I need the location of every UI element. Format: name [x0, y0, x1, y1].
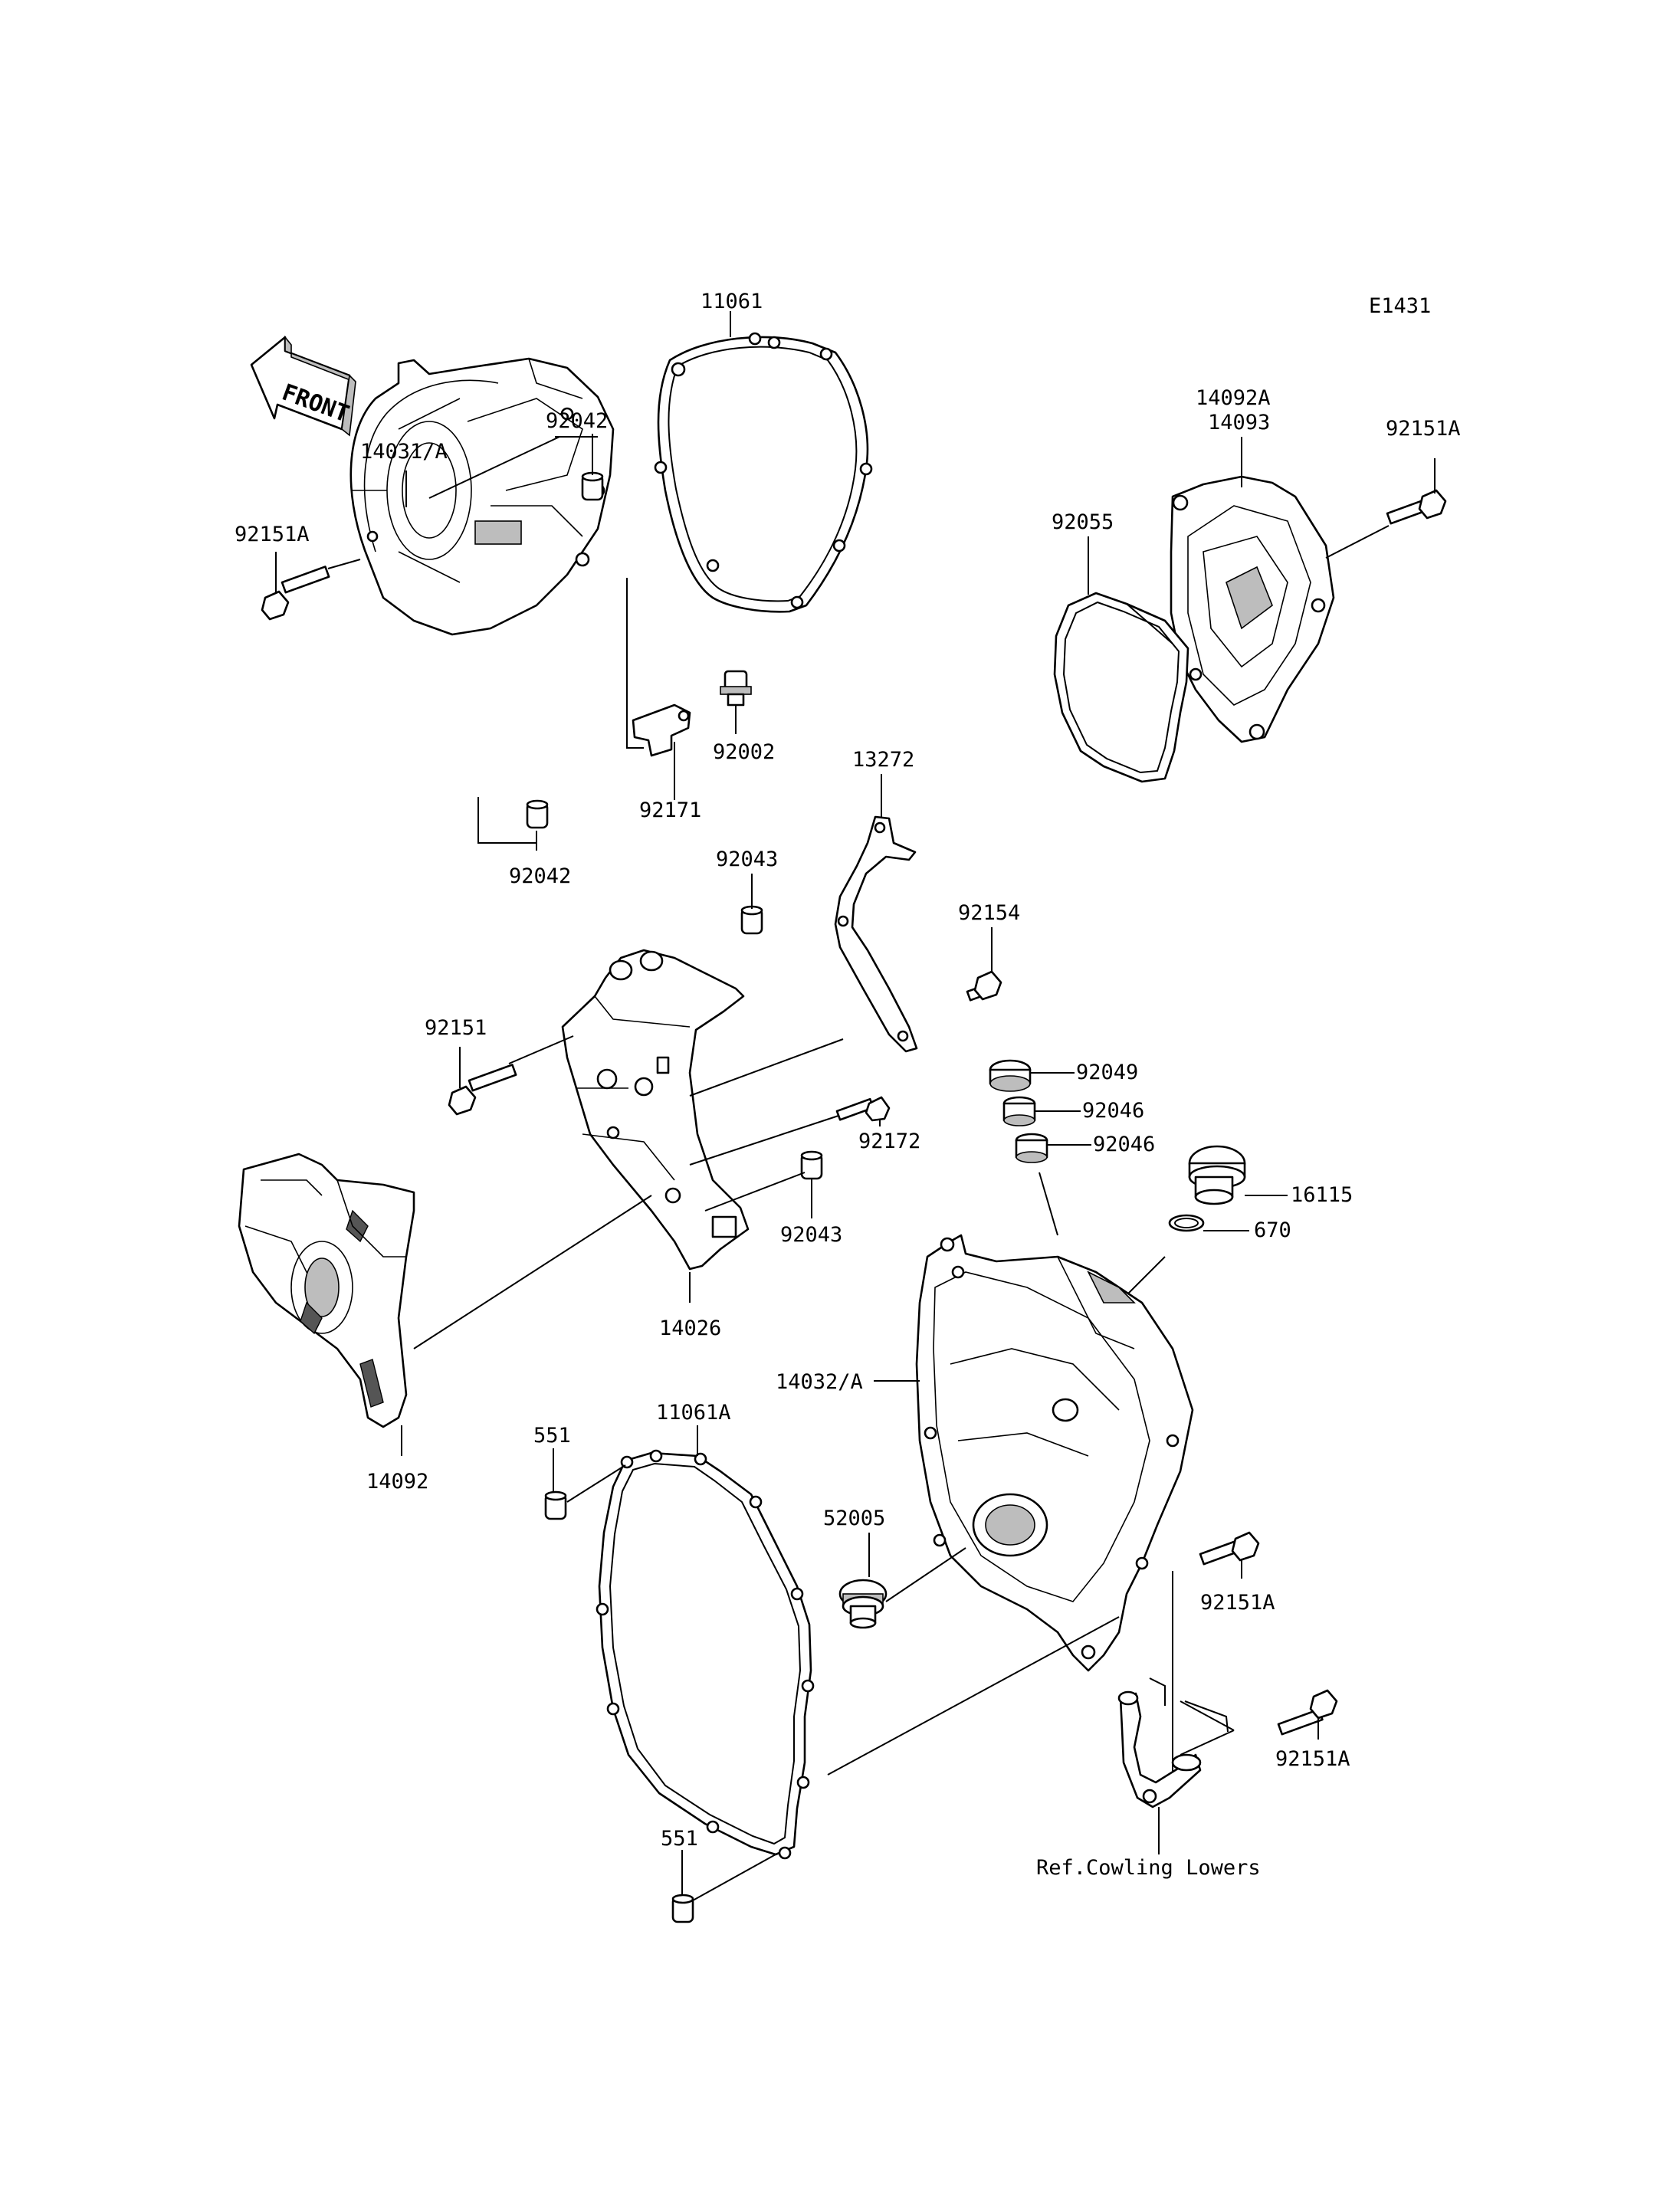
label-92043-top: 92043 [716, 848, 778, 871]
label-551-bottom: 551 [661, 1827, 698, 1851]
seal-92049 [989, 1059, 1032, 1092]
label-14092A: 14092A [1196, 386, 1271, 410]
label-92151A-mid: 92151A [1200, 1591, 1275, 1615]
bolt-92151A-low [1277, 1689, 1338, 1736]
dowel-92043-bottom [800, 1150, 823, 1180]
dowel-92042-top [581, 471, 604, 501]
plate-13272 [834, 815, 918, 1053]
dowel-551-bottom [671, 1894, 694, 1923]
label-92042-top: 92042 [546, 409, 608, 433]
label-11061: 11061 [701, 290, 763, 313]
gasket-11061 [654, 332, 873, 613]
screw-92172 [835, 1096, 891, 1122]
clamp-92171 [632, 703, 691, 757]
bolt-92151A-top-right [1386, 489, 1447, 525]
generator-cover-14031 [349, 357, 615, 636]
bearing-92046-b [1015, 1133, 1048, 1163]
label-11061A: 11061A [656, 1401, 731, 1425]
dowel-92043-top [740, 905, 763, 935]
label-14093: 14093 [1208, 411, 1270, 434]
label-92046-a: 92046 [1082, 1099, 1144, 1123]
plug-92002 [720, 670, 752, 707]
label-92055: 92055 [1052, 510, 1114, 534]
label-92154: 92154 [958, 901, 1020, 925]
label-92172: 92172 [858, 1130, 920, 1153]
dowel-551-top [544, 1490, 567, 1520]
gasket-92055 [1053, 592, 1189, 783]
label-14031A: 14031/A [360, 440, 448, 464]
front-arrow-icon: FRONT [250, 335, 356, 437]
cowling-bracket [1117, 1690, 1202, 1808]
label-92002: 92002 [713, 740, 775, 764]
oil-filler-cap-16115 [1188, 1145, 1246, 1205]
label-16115: 16115 [1291, 1183, 1353, 1207]
label-13272: 13272 [852, 748, 914, 772]
cover-14092A-14093 [1170, 475, 1335, 743]
middle-cover-14026 [561, 949, 750, 1271]
label-551-top: 551 [533, 1424, 571, 1448]
reference-note: Ref.Cowling Lowers [1036, 1856, 1261, 1880]
diagram-code-label: E1431 [1369, 294, 1431, 318]
bolt-92151A-mid [1199, 1531, 1260, 1566]
clutch-cover-14032A [915, 1234, 1194, 1672]
label-92171: 92171 [639, 798, 701, 822]
plug-52005 [838, 1579, 888, 1629]
label-92046-b: 92046 [1093, 1133, 1155, 1156]
label-14026: 14026 [659, 1317, 721, 1340]
label-92042-bottom: 92042 [509, 864, 571, 888]
label-52005: 52005 [823, 1507, 885, 1530]
label-92049: 92049 [1076, 1061, 1138, 1084]
label-14092: 14092 [366, 1470, 428, 1494]
label-92043-bottom: 92043 [780, 1223, 842, 1247]
label-92151: 92151 [425, 1016, 487, 1040]
cover-14092 [238, 1153, 415, 1428]
bolt-92151A-left [261, 566, 330, 621]
label-92151A-left: 92151A [235, 523, 310, 546]
bearing-92046-a [1002, 1096, 1036, 1126]
bolt-92154 [966, 970, 1002, 1002]
bolt-92151 [448, 1064, 517, 1116]
gasket-11061A [596, 1449, 815, 1860]
label-92151A-low: 92151A [1275, 1747, 1350, 1771]
label-670: 670 [1254, 1218, 1291, 1242]
o-ring-670 [1168, 1214, 1205, 1232]
label-14032A: 14032/A [776, 1370, 863, 1394]
label-92151A-top-right: 92151A [1386, 417, 1461, 441]
dowel-92042-bottom [526, 799, 549, 829]
